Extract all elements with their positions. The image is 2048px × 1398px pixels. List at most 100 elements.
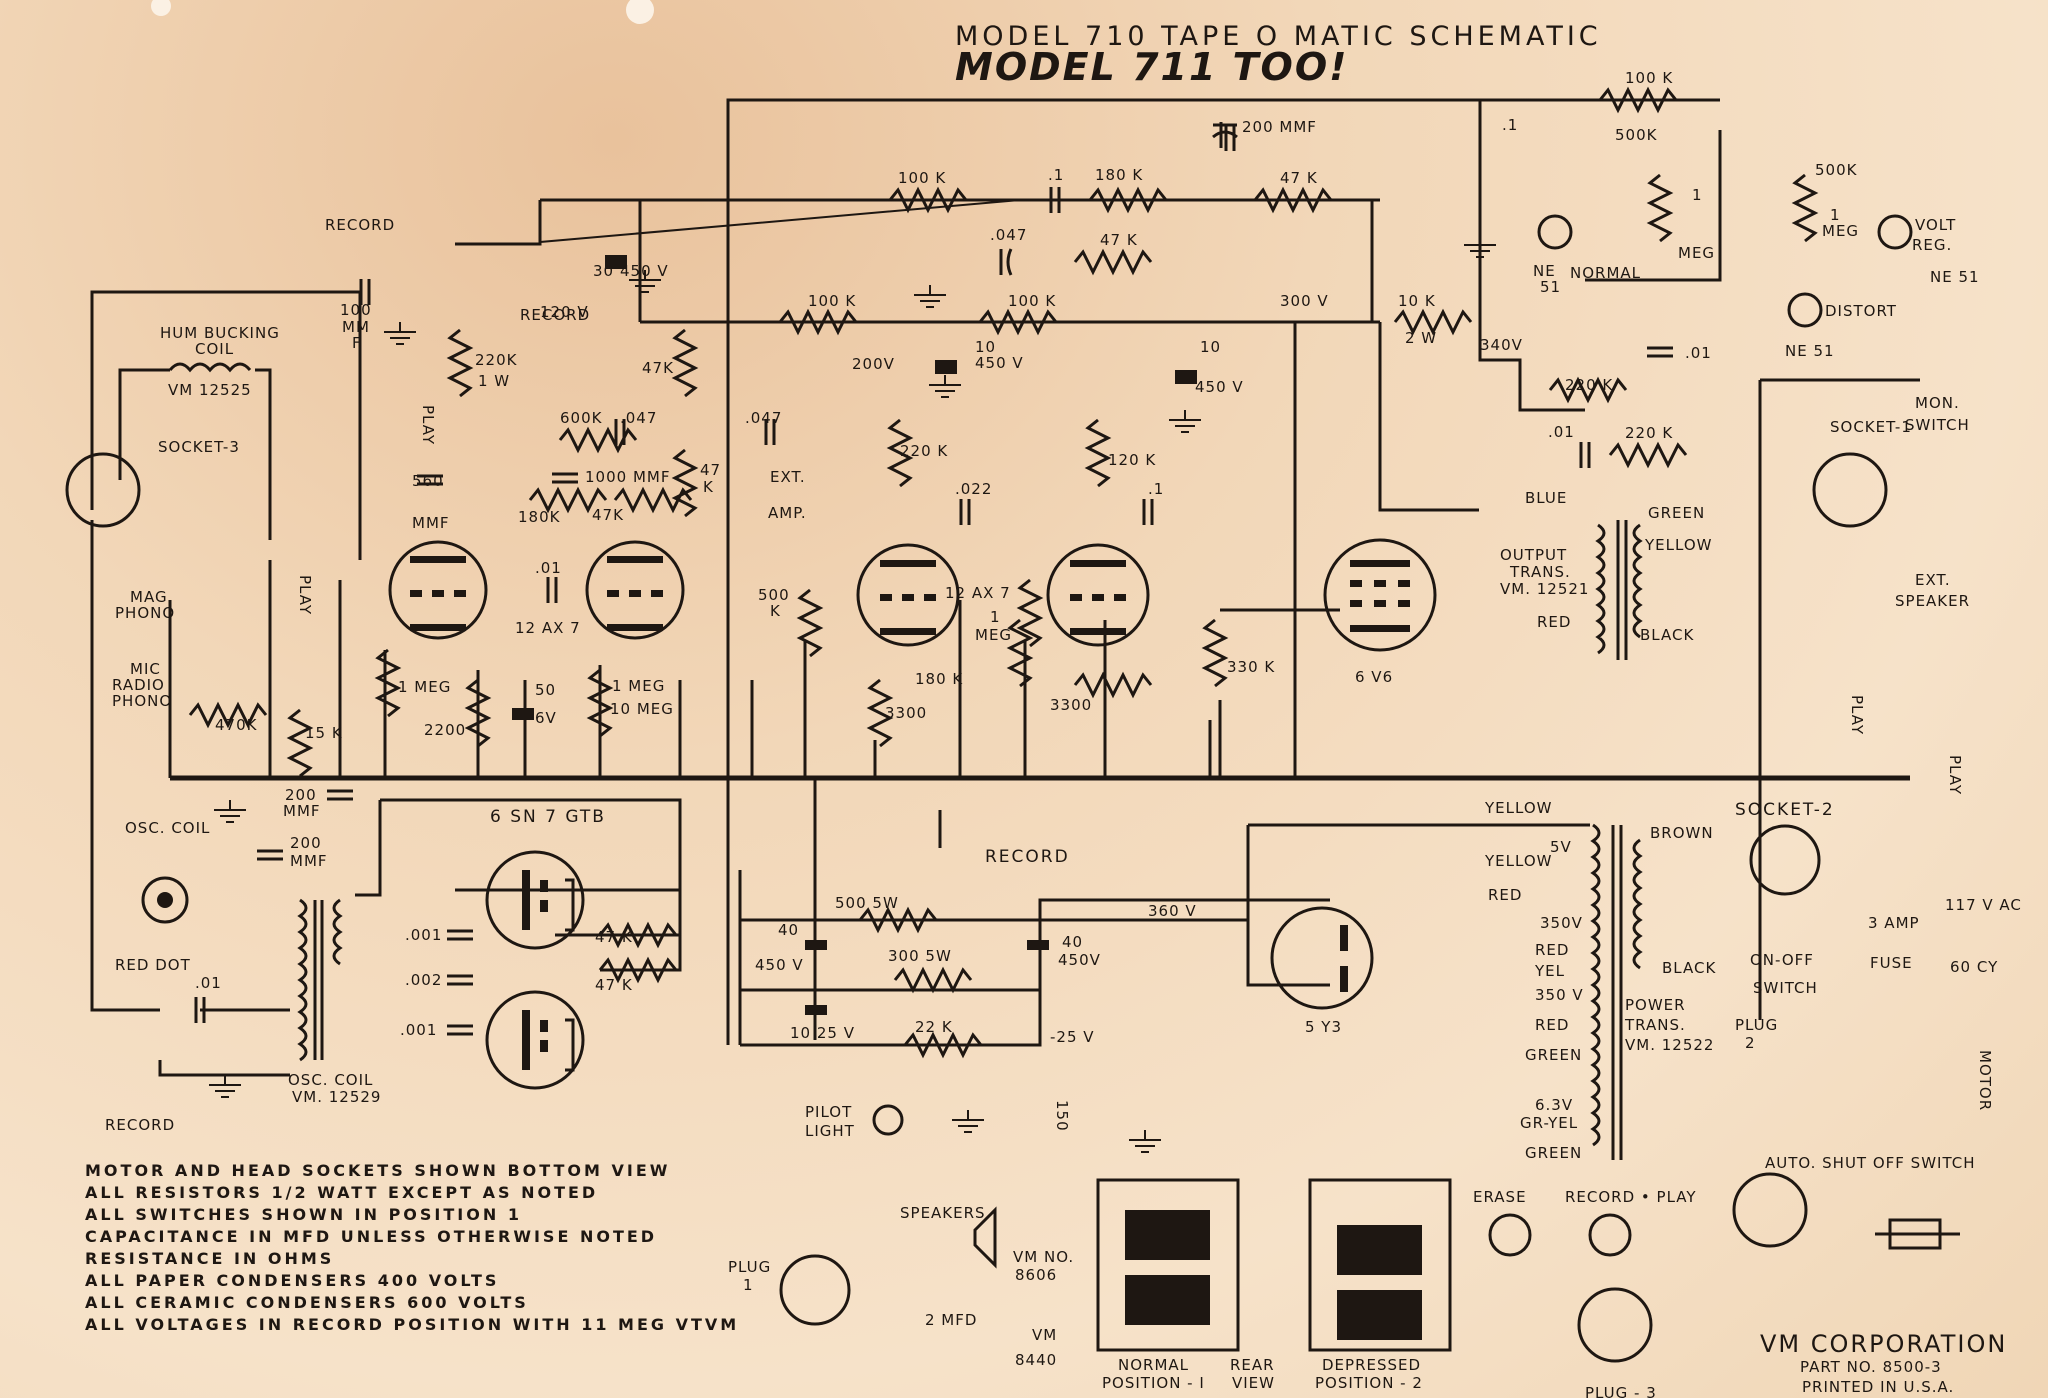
value-c100mmf2: MM <box>342 318 370 336</box>
motor-symbol <box>1875 1218 1960 1250</box>
note-line: RESISTANCE IN OHMS <box>85 1249 334 1268</box>
value-c047-b: .047 <box>620 409 657 427</box>
label-plug3: PLUG - 3 <box>1585 1384 1657 1398</box>
value-r180k-a: 180 K <box>1095 166 1143 184</box>
socket-3 <box>65 452 141 528</box>
rotary-switch-depressed <box>1308 1178 1452 1352</box>
label-osc-vm: VM. 12529 <box>292 1088 381 1106</box>
punch-hole <box>626 0 654 24</box>
value-r180k-c: 180 K <box>915 670 963 688</box>
label-green-pt: GREEN <box>1525 1046 1582 1064</box>
main-wiring <box>90 98 1920 1077</box>
label-red: RED <box>1537 613 1571 631</box>
label-play-d: PLAY <box>1946 755 1964 795</box>
label-record-sw3: RECORD <box>985 847 1070 867</box>
label-ext-amp: EXT. <box>770 468 806 486</box>
label-power-trans: TRANS. <box>1624 1016 1686 1034</box>
value-r1meg-c: 1 <box>990 608 1001 626</box>
note-line: ALL VOLTAGES IN RECORD POSITION WITH 11 … <box>85 1315 739 1334</box>
label-fuse-val: 3 AMP <box>1868 914 1920 932</box>
label-socket1: SOCKET-1 <box>1830 418 1912 436</box>
label-yel: YEL <box>1534 962 1565 980</box>
label-yellow-pt: YELLOW <box>1484 799 1552 817</box>
svg-text:PLAY: PLAY <box>1946 755 1964 795</box>
label-normal-pos: NORMAL <box>1118 1356 1189 1374</box>
label-output-trans2: TRANS. <box>1509 563 1571 581</box>
label-mon: MON. <box>1915 394 1960 412</box>
value-r220k: 220K <box>475 351 518 369</box>
tube-12ax7-a <box>388 540 488 640</box>
note-line: ALL SWITCHES SHOWN IN POSITION 1 <box>85 1205 522 1224</box>
svg-text:PLAY: PLAY <box>296 575 314 615</box>
value-c200mmf-b2: MMF <box>283 802 321 820</box>
label-black2: BLACK <box>1662 959 1716 977</box>
value-pot500k-b: 500K <box>1815 161 1858 179</box>
value-c40-b2: 450V <box>1058 951 1101 969</box>
label-erase: ERASE <box>1473 1188 1527 1206</box>
osc-coil-socket <box>141 876 189 924</box>
value-r47k-f: 47 K <box>595 928 633 946</box>
label-ne51-a: NE 51 <box>1930 268 1980 286</box>
value-r22k: 22 K <box>915 1018 953 1036</box>
label-plug2-n: 2 <box>1745 1034 1756 1052</box>
value-r15k: 15 K <box>305 724 343 742</box>
value-r3300-a: 3300 <box>885 704 927 722</box>
value-pot500k-c2: K <box>770 602 781 620</box>
label-rear: REAR <box>1230 1356 1275 1374</box>
value-r180k-b: 180K <box>518 508 561 526</box>
tube-12ax7-a2 <box>585 540 685 640</box>
value-r47k-b: 47 K <box>1100 231 1138 249</box>
value-r100k-top: 100 K <box>1625 69 1673 87</box>
label-depressed: DEPRESSED <box>1322 1356 1421 1374</box>
value-c560b: MMF <box>412 514 450 532</box>
label-yellow-pt2: YELLOW <box>1484 852 1552 870</box>
value-r300-5w: 300 5W <box>888 947 952 965</box>
label-plug2: PLUG <box>1735 1016 1778 1034</box>
voltage-350v-a: 350V <box>1540 914 1583 932</box>
value-c001-b: .001 <box>400 1021 437 1039</box>
company-name: VM CORPORATION <box>1760 1330 2007 1358</box>
label-record: RECORD <box>325 216 395 234</box>
label-gr-yel: GR-YEL <box>1520 1114 1578 1132</box>
value-r600k: 600K <box>560 409 603 427</box>
value-c022: .022 <box>955 480 992 498</box>
label-red-dot: RED DOT <box>115 956 191 974</box>
schematic-title: MODEL 710 TAPE O MATIC SCHEMATIC <box>955 21 1602 52</box>
label-record-bottom: RECORD <box>105 1116 175 1134</box>
label-12ax7-b: 12 AX 7 <box>945 584 1011 602</box>
tube-6sn7-a <box>485 850 585 950</box>
value-r2200: 2200 <box>424 721 466 739</box>
value-r220k-b: 220 K <box>1625 424 1673 442</box>
socket-1 <box>1812 452 1888 528</box>
label-vm-8440: 8440 <box>1015 1351 1057 1369</box>
svg-text:150: 150 <box>1053 1100 1071 1132</box>
label-red-pt2: RED <box>1535 941 1569 959</box>
label-red-pt3: RED <box>1535 1016 1569 1034</box>
voltage-120v: 120 V <box>540 303 589 321</box>
label-power-vm: VM. 12522 <box>1625 1036 1714 1054</box>
value-c200mmf-c2: MMF <box>290 852 328 870</box>
label-hum-coil: HUM BUCKING <box>160 324 280 342</box>
label-black: BLACK <box>1640 626 1694 644</box>
label-osc-coil: OSC. COIL <box>125 819 210 837</box>
value-c047-c: .047 <box>745 409 782 427</box>
value-c10-b2: 450 V <box>1195 378 1244 396</box>
value-c40-a2: 450 V <box>755 956 804 974</box>
note-line: ALL PAPER CONDENSERS 400 VOLTS <box>85 1271 499 1290</box>
note-line: MOTOR AND HEAD SOCKETS SHOWN BOTTOM VIEW <box>85 1161 670 1180</box>
plug-2 <box>1732 1172 1808 1248</box>
value-c30: 30 <box>593 262 614 280</box>
value-r100k-d: 100 K <box>1008 292 1056 310</box>
label-yellow: YELLOW <box>1644 536 1712 554</box>
value-c01-e: .01 <box>195 974 222 992</box>
label-record-sw2: RECORD <box>520 306 590 324</box>
neon-lamp <box>1537 214 1573 250</box>
value-c50v: 6V <box>535 709 557 727</box>
label-play-a: PLAY <box>419 405 437 445</box>
label-blue: BLUE <box>1525 489 1567 507</box>
value-c1000mmf: 1000 MMF <box>585 468 670 486</box>
value-r10k: 10 K <box>1398 292 1436 310</box>
label-plug1: PLUG <box>728 1258 771 1276</box>
label-volt: VOLT <box>1915 216 1956 234</box>
value-c10-a2: 450 V <box>975 354 1024 372</box>
